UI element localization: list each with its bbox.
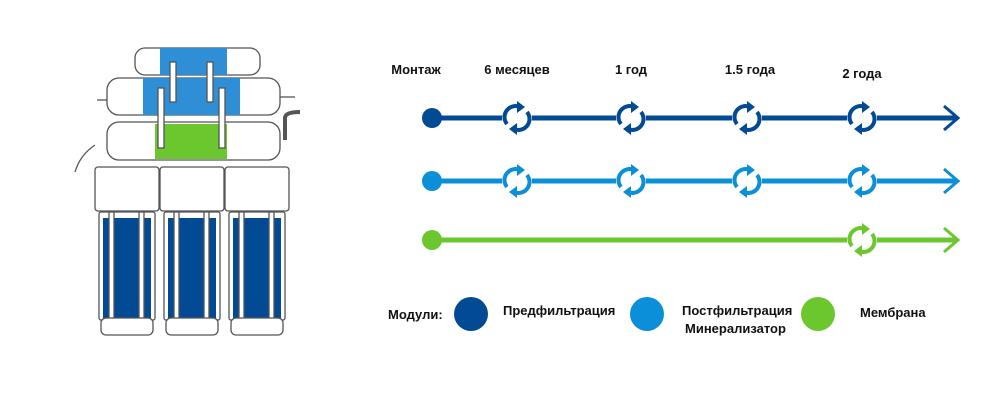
refresh-cycle-icon — [847, 223, 877, 257]
filter-housing — [94, 166, 160, 336]
timeline-row — [422, 164, 961, 198]
refresh-cycle-icon — [847, 101, 877, 135]
legend-label: Минерализатор — [685, 321, 786, 336]
legend-swatch-postfilter — [630, 297, 664, 331]
start-dot — [422, 108, 442, 128]
start-dot — [422, 171, 442, 191]
filter-housing — [159, 166, 225, 336]
legend-label: Постфильтрация — [682, 303, 793, 318]
refresh-cycle-icon — [616, 101, 646, 135]
reverse-osmosis-filter-illustration — [74, 47, 301, 336]
milestone-label: 2 года — [842, 66, 882, 81]
milestone-label: 1.5 года — [724, 62, 776, 77]
start-label: Монтаж — [391, 62, 441, 77]
legend-swatch-prefilter — [454, 297, 488, 331]
refresh-cycle-icon — [847, 164, 877, 198]
arrow-right-icon — [943, 226, 961, 254]
refresh-cycle-icon — [502, 101, 532, 135]
legend-label: Мембрана — [860, 305, 926, 320]
milestone-label: 1 год — [614, 62, 648, 77]
timeline-row — [422, 101, 961, 135]
filter-housing — [224, 166, 290, 336]
refresh-cycle-icon — [502, 164, 532, 198]
refresh-cycle-icon — [732, 101, 762, 135]
legend-swatch-membrane — [801, 297, 835, 331]
legend-title: Модули: — [388, 307, 443, 322]
refresh-cycle-icon — [616, 164, 646, 198]
arrow-right-icon — [943, 167, 961, 195]
arrow-right-icon — [943, 104, 961, 132]
refresh-cycle-icon — [732, 164, 762, 198]
milestone-label: 6 месяцев — [484, 62, 550, 77]
start-dot — [422, 230, 442, 250]
timeline-row — [422, 223, 961, 257]
legend-label: Предфильтрация — [503, 303, 616, 318]
